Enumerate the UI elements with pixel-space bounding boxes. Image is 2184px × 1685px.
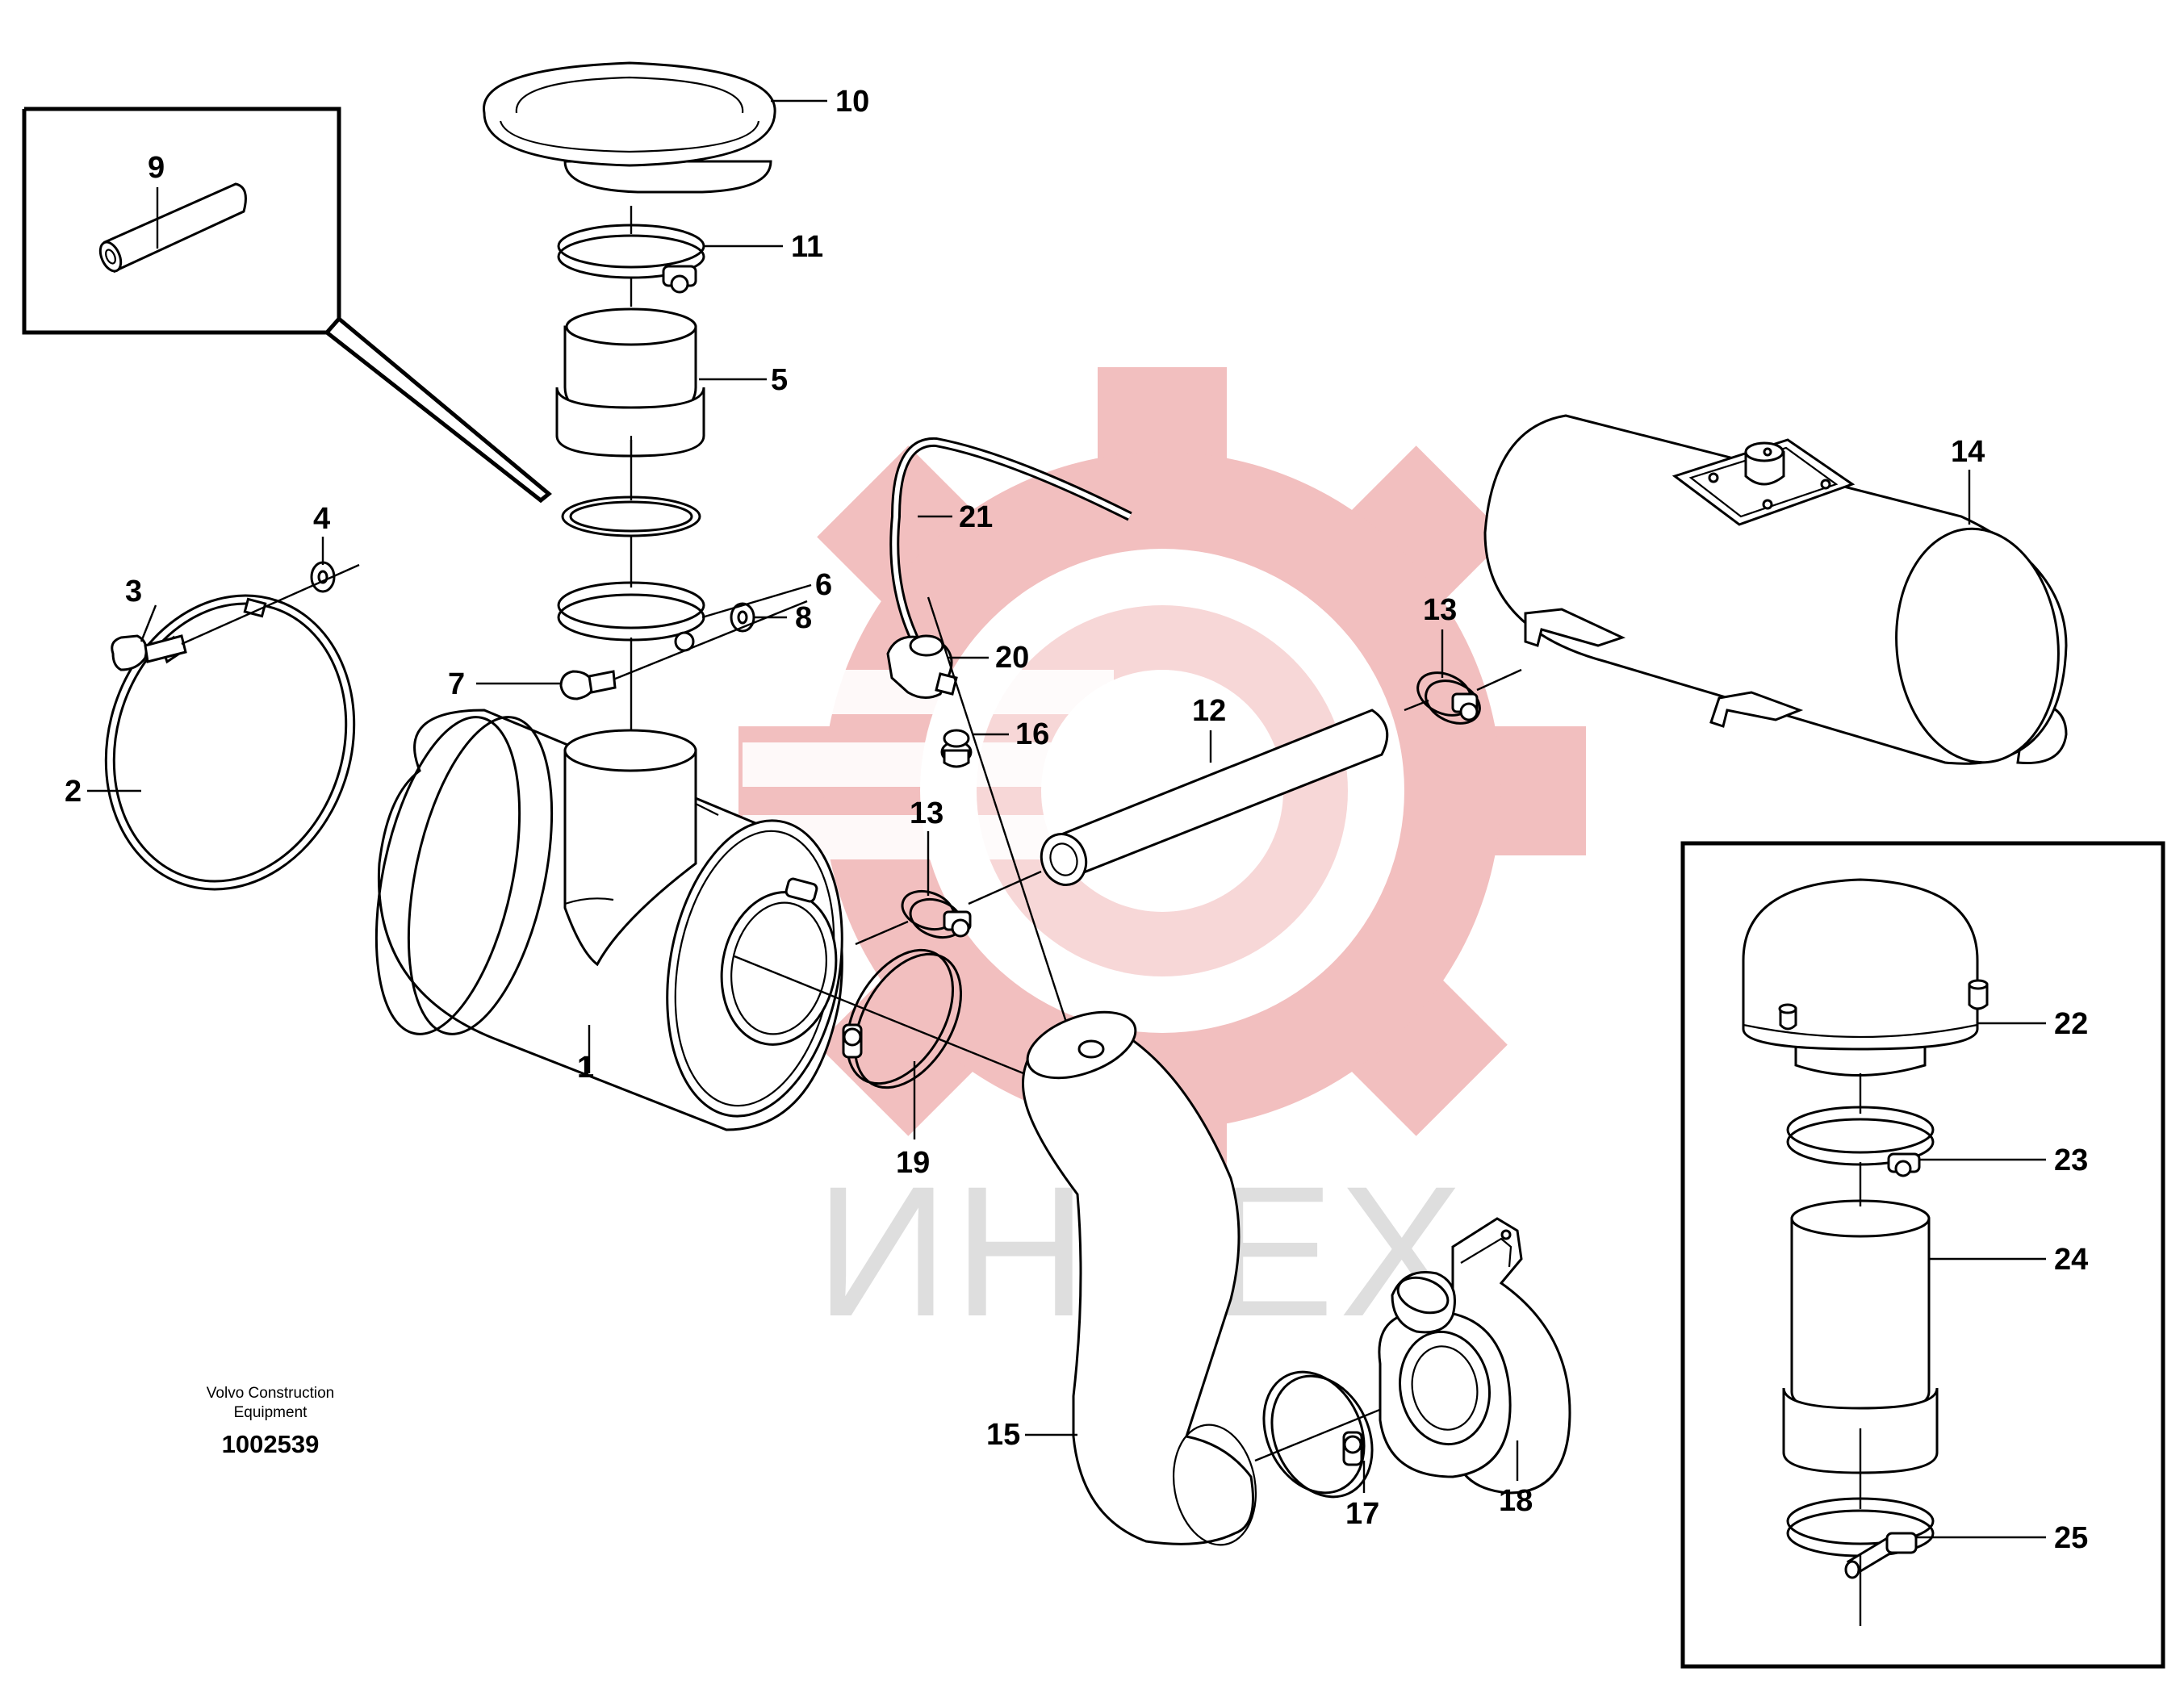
callout-3: 3 [125,575,142,608]
hose-9 [98,182,247,274]
callout-2: 2 [65,775,82,809]
callout-5: 5 [771,363,788,397]
tube-24 [1782,1199,1939,1474]
callout-7: 7 [448,667,465,701]
bolt-3 [111,634,187,671]
callout-13-upper: 13 [1423,593,1457,627]
precleaner-cap-10 [483,61,776,194]
credit-block: Volvo Construction Equipment 1002539 [207,1385,334,1458]
credit-line-1: Volvo Construction [207,1385,334,1402]
callout-24: 24 [2054,1243,2088,1277]
hose-clamp-13-upper [1416,671,1481,725]
leader-lines [87,99,2046,1539]
credit-line-2: Equipment [234,1404,308,1421]
callout-12: 12 [1192,694,1226,728]
callout-17: 17 [1345,1497,1379,1531]
hose-clamp-13-lower [901,889,972,939]
callout-21: 21 [959,500,993,534]
hose-21 [889,437,1132,663]
callout-1: 1 [577,1051,594,1085]
indicator-axis-line [927,596,1093,1100]
callout-8: 8 [795,601,812,635]
air-filter-housing-1 [374,709,843,1131]
callout-10: 10 [835,85,869,119]
precleaner-cap-22 [1742,878,1989,1077]
bolt-leader-lines [181,563,808,681]
document-number: 1002539 [222,1430,320,1458]
watermark-gear-icon [738,367,1586,1215]
callout-20: 20 [995,641,1029,675]
callout-11: 11 [791,230,823,264]
callout-13-lower: 13 [910,797,943,830]
inset-box-alternative [1680,841,2165,1669]
bolt-7 [559,670,617,700]
callout-22: 22 [2054,1007,2088,1041]
muffler-14 [1483,414,2068,765]
band-clamp-2 [104,594,356,891]
callout-9: 9 [148,151,165,185]
hose-clamp-17 [1262,1370,1374,1499]
inset-box-hose [22,107,552,504]
adapter-tube-5 [555,307,705,458]
seal-ring [561,495,701,537]
turbocharger-18 [1378,1217,1571,1495]
pipe-12 [855,668,1522,946]
callout-14: 14 [1951,435,1985,469]
callout-23: 23 [2054,1144,2088,1177]
callout-15: 15 [986,1418,1020,1452]
grommet-16 [940,729,973,768]
callout-16: 16 [1015,717,1049,751]
outlet-axis-line [734,955,1024,1075]
callout-25: 25 [2054,1521,2088,1555]
restriction-indicator-20 [886,634,958,699]
callout-18: 18 [1499,1484,1533,1518]
hose-clamp-23 [1786,1106,1935,1177]
callout-labels: 1 2 3 4 5 6 7 8 9 10 11 12 13 13 14 15 1… [65,85,2088,1555]
intake-hose-15 [1022,1010,1257,1546]
callout-19: 19 [896,1146,930,1180]
callout-4: 4 [313,502,330,536]
callout-6: 6 [815,568,832,602]
